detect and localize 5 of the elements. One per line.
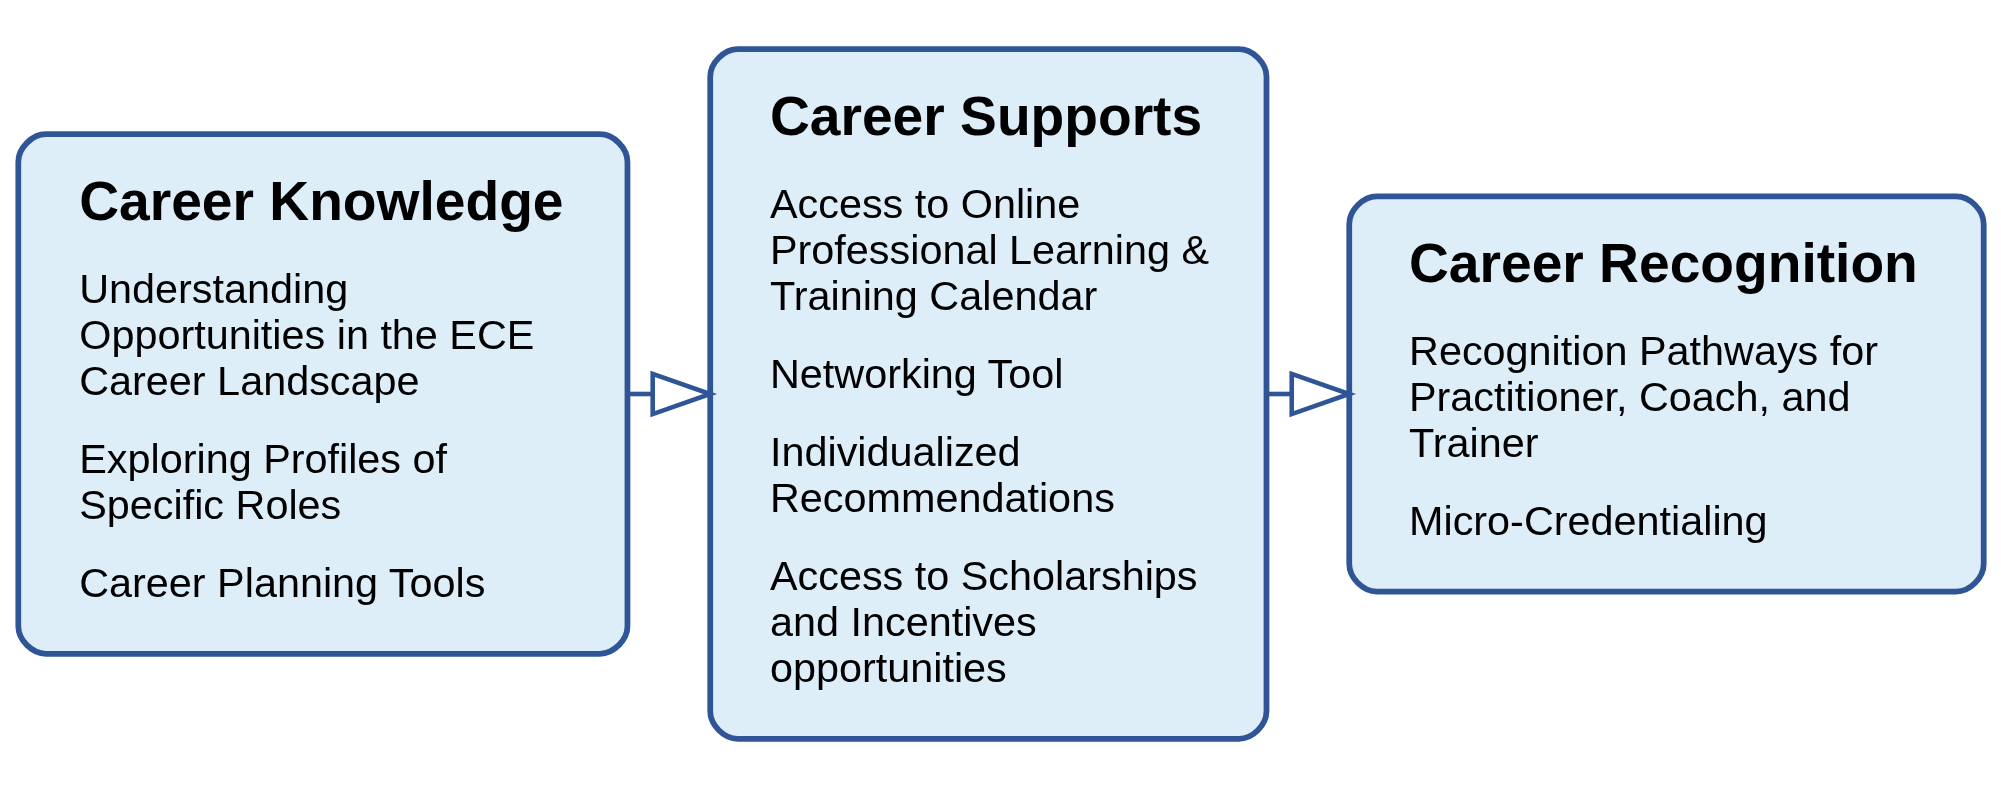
arrow	[627, 370, 717, 418]
node-box: Career Recognition Recognition Pathways for Practitioner, Coach, and Trainer Micro-Credentialing	[1345, 193, 1987, 595]
node-box: Career Supports Access to Online Professional Learning & Training Calendar Networking Tool Individualized Recommendations Access to Scholarships and Incentives opportunities	[706, 46, 1269, 742]
node-box: Career Knowledge Understanding Opportunities in the ECE Career Landscape Exploring Profiles of Specific Roles Career Planning Tools	[14, 131, 630, 657]
arrow	[1266, 370, 1356, 418]
